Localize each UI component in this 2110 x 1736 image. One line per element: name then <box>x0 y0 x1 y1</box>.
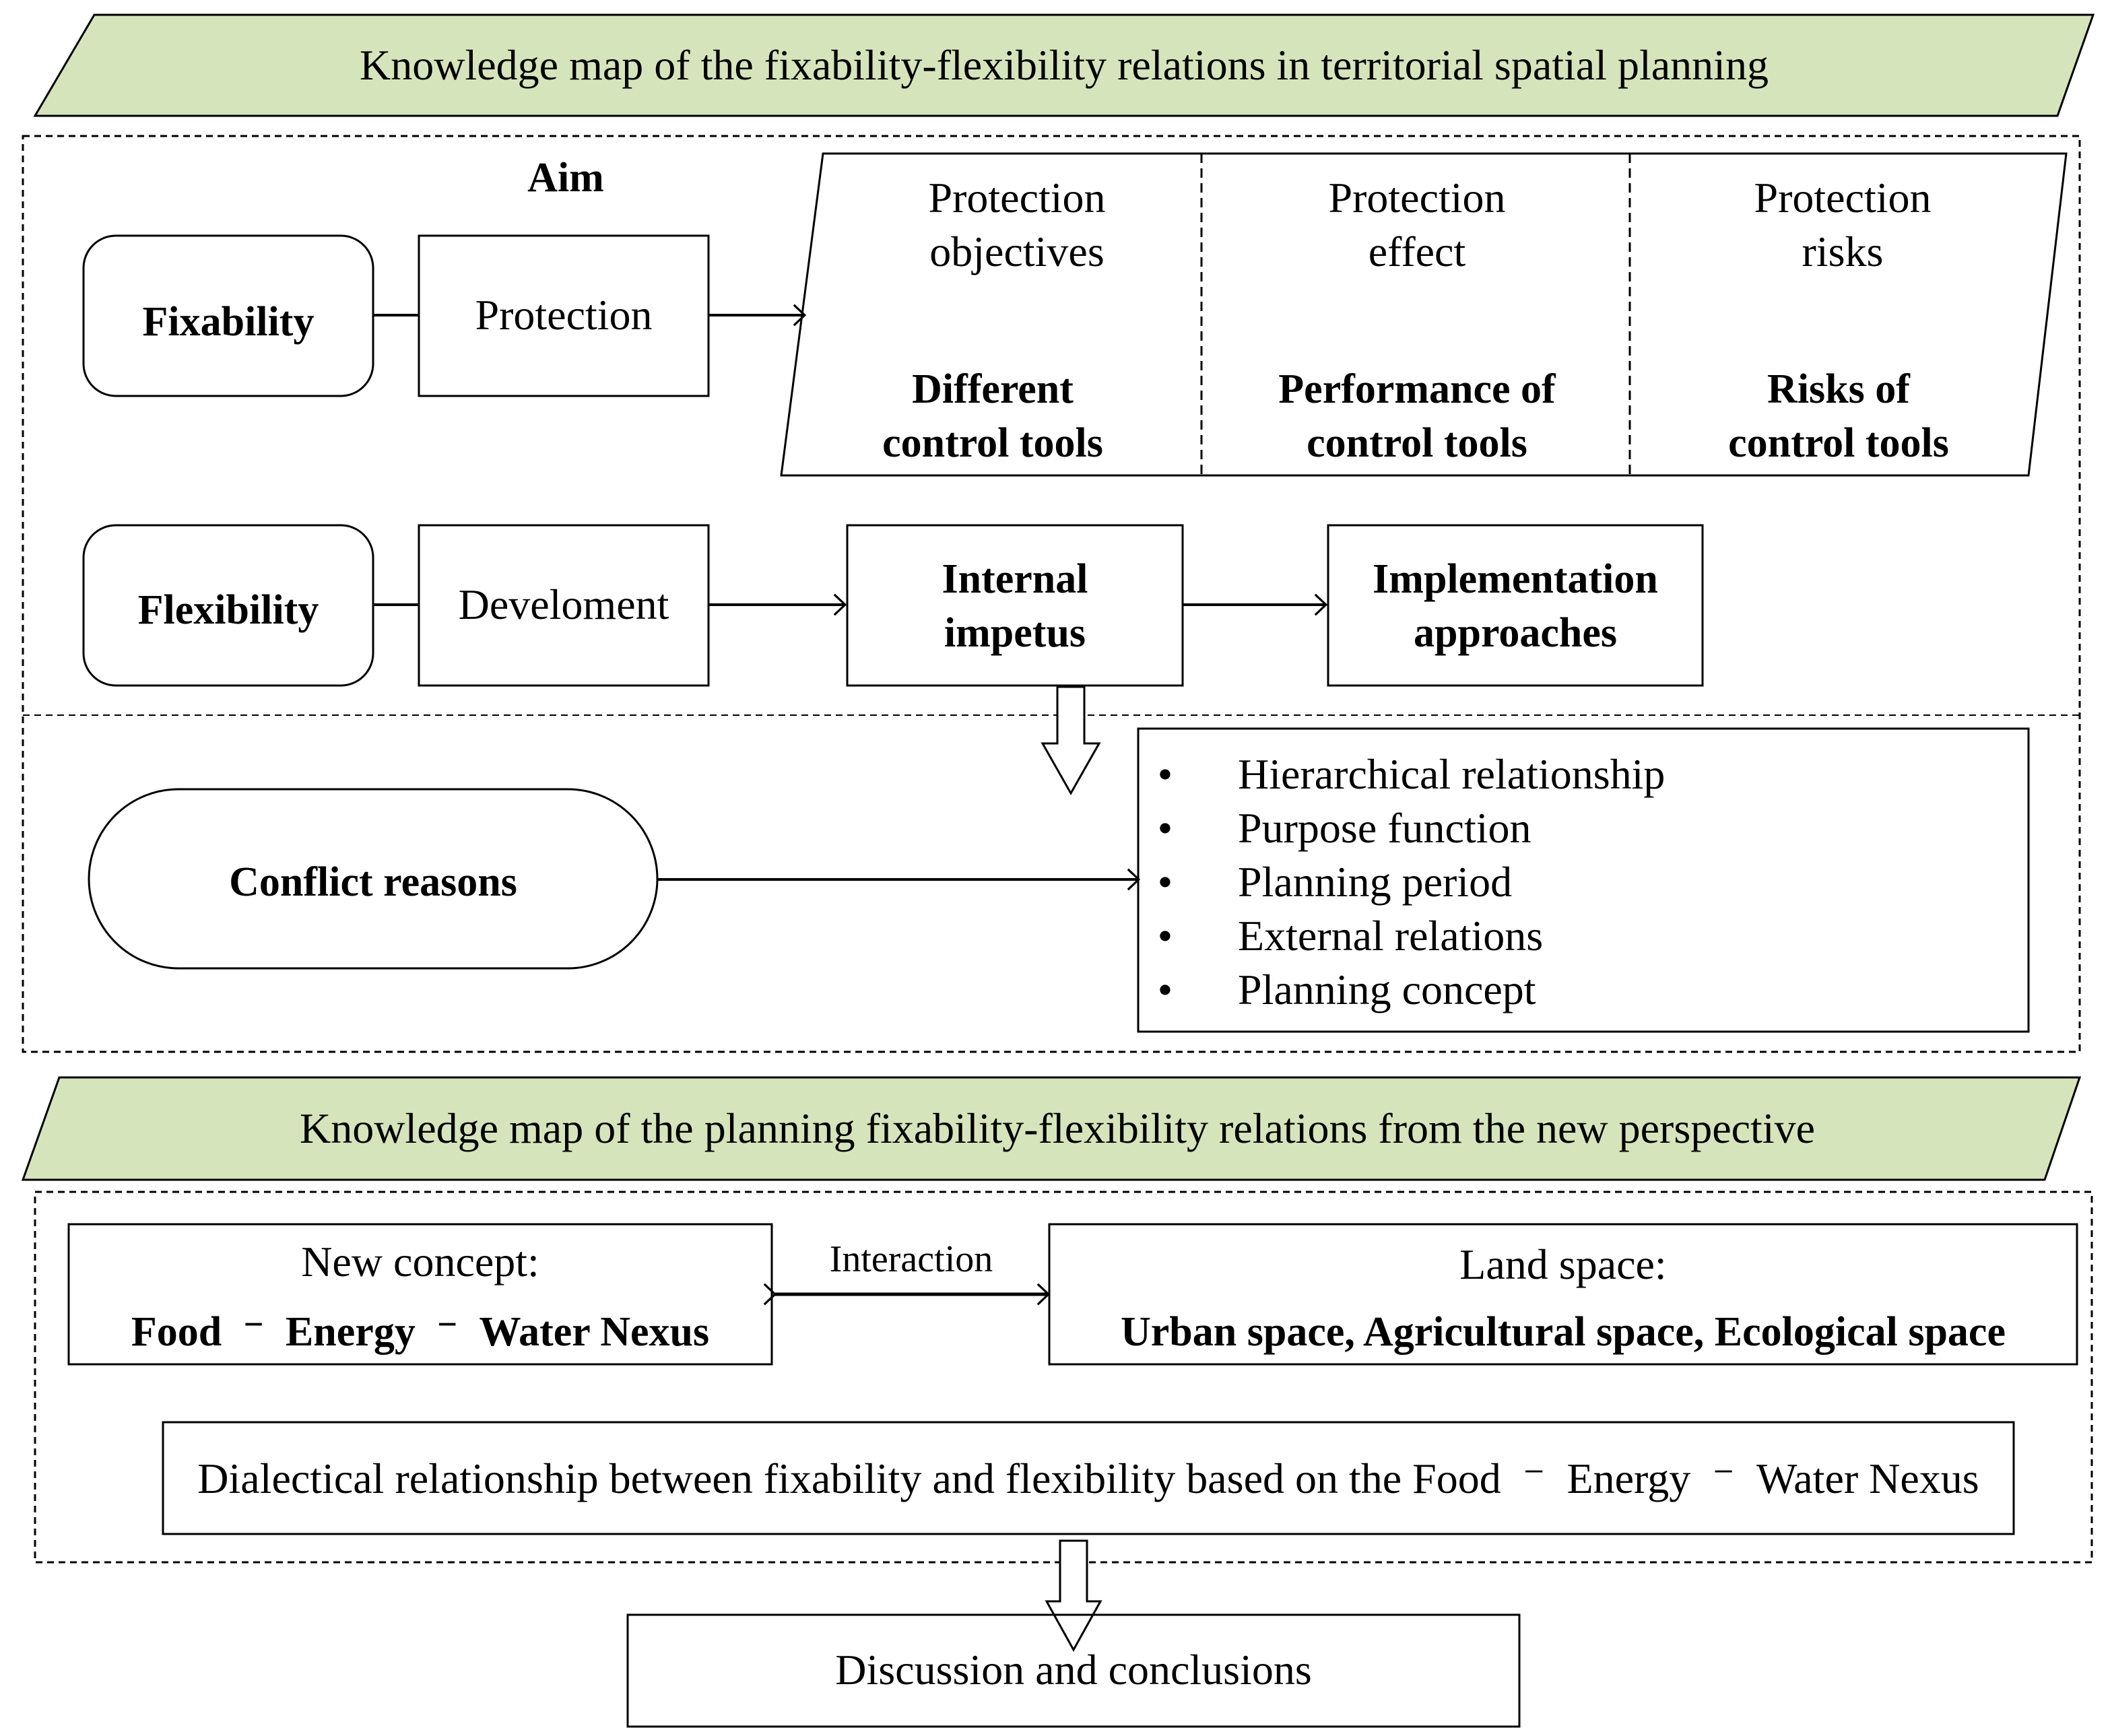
bullet-icon: • <box>1157 858 1173 906</box>
section1-frame <box>22 135 2081 1053</box>
col2-top-line2: effect <box>1368 228 1466 275</box>
conclusion-box <box>626 1613 1521 1728</box>
banner-bottom <box>21 1076 2082 1181</box>
col1-bottom-line1: Different <box>912 366 1074 412</box>
col2-bottom-line2: control tools <box>1307 420 1527 466</box>
protection-parallelogram <box>780 152 2068 477</box>
protection-label: Protection <box>475 291 653 339</box>
col2-bottom-line1: Performance of <box>1278 366 1556 412</box>
land-space-value: Urban space, Agricultural space, Ecologi… <box>1121 1309 2006 1355</box>
bullet-icon: • <box>1157 912 1173 960</box>
internal-impetus-line1: Internal <box>942 556 1088 602</box>
conclusion-text: Discussion and conclusions <box>835 1646 1312 1694</box>
flexibility-label: Flexibility <box>137 587 319 633</box>
dialectical-text: Dialectical relationship between fixabil… <box>197 1455 1979 1502</box>
reasons-list-box <box>1137 727 2030 1033</box>
col2-top-line1: Protection <box>1328 174 1506 222</box>
implementation-line2: approaches <box>1413 610 1617 656</box>
bullet-icon: • <box>1157 750 1173 798</box>
banner-top-title: Knowledge map of the fixability-flexibil… <box>360 41 1769 89</box>
hollow-arrow-conclusion <box>1045 1539 1102 1652</box>
bullet-icon: • <box>1157 804 1173 852</box>
interaction-label: Interaction <box>829 1238 993 1280</box>
col3-bottom-line2: control tools <box>1728 420 1949 466</box>
col1-bottom-line2: control tools <box>882 420 1103 466</box>
internal-impetus-line2: impetus <box>944 610 1086 656</box>
land-space-title: Land space: <box>1459 1240 1667 1288</box>
conflict-reasons-label: Conflict reasons <box>229 859 517 905</box>
col1-top-line2: objectives <box>929 228 1105 275</box>
new-concept-title: New concept: <box>301 1238 539 1286</box>
aim-label: Aim <box>527 155 604 201</box>
banner-top <box>33 13 2095 117</box>
implementation-box <box>1327 524 1704 687</box>
banner-bottom-title: Knowledge map of the planning fixability… <box>299 1104 1816 1152</box>
bullet-icon: • <box>1157 966 1173 1013</box>
col3-top-line2: risks <box>1802 228 1884 275</box>
implementation-line1: Implementation <box>1373 556 1658 602</box>
col1-top-line1: Protection <box>928 174 1106 222</box>
new-concept-value: Food ⁻ Energy ⁻ Water Nexus <box>131 1309 710 1355</box>
land-space-box <box>1048 1223 2078 1366</box>
development-label: Develoment <box>458 580 669 628</box>
col3-bottom-line1: Risks of <box>1767 366 1910 412</box>
fixability-label: Fixability <box>142 299 315 345</box>
col3-top-line1: Protection <box>1754 174 1932 222</box>
hollow-arrow-impetus <box>1041 686 1101 796</box>
dialectical-box <box>162 1421 2015 1535</box>
